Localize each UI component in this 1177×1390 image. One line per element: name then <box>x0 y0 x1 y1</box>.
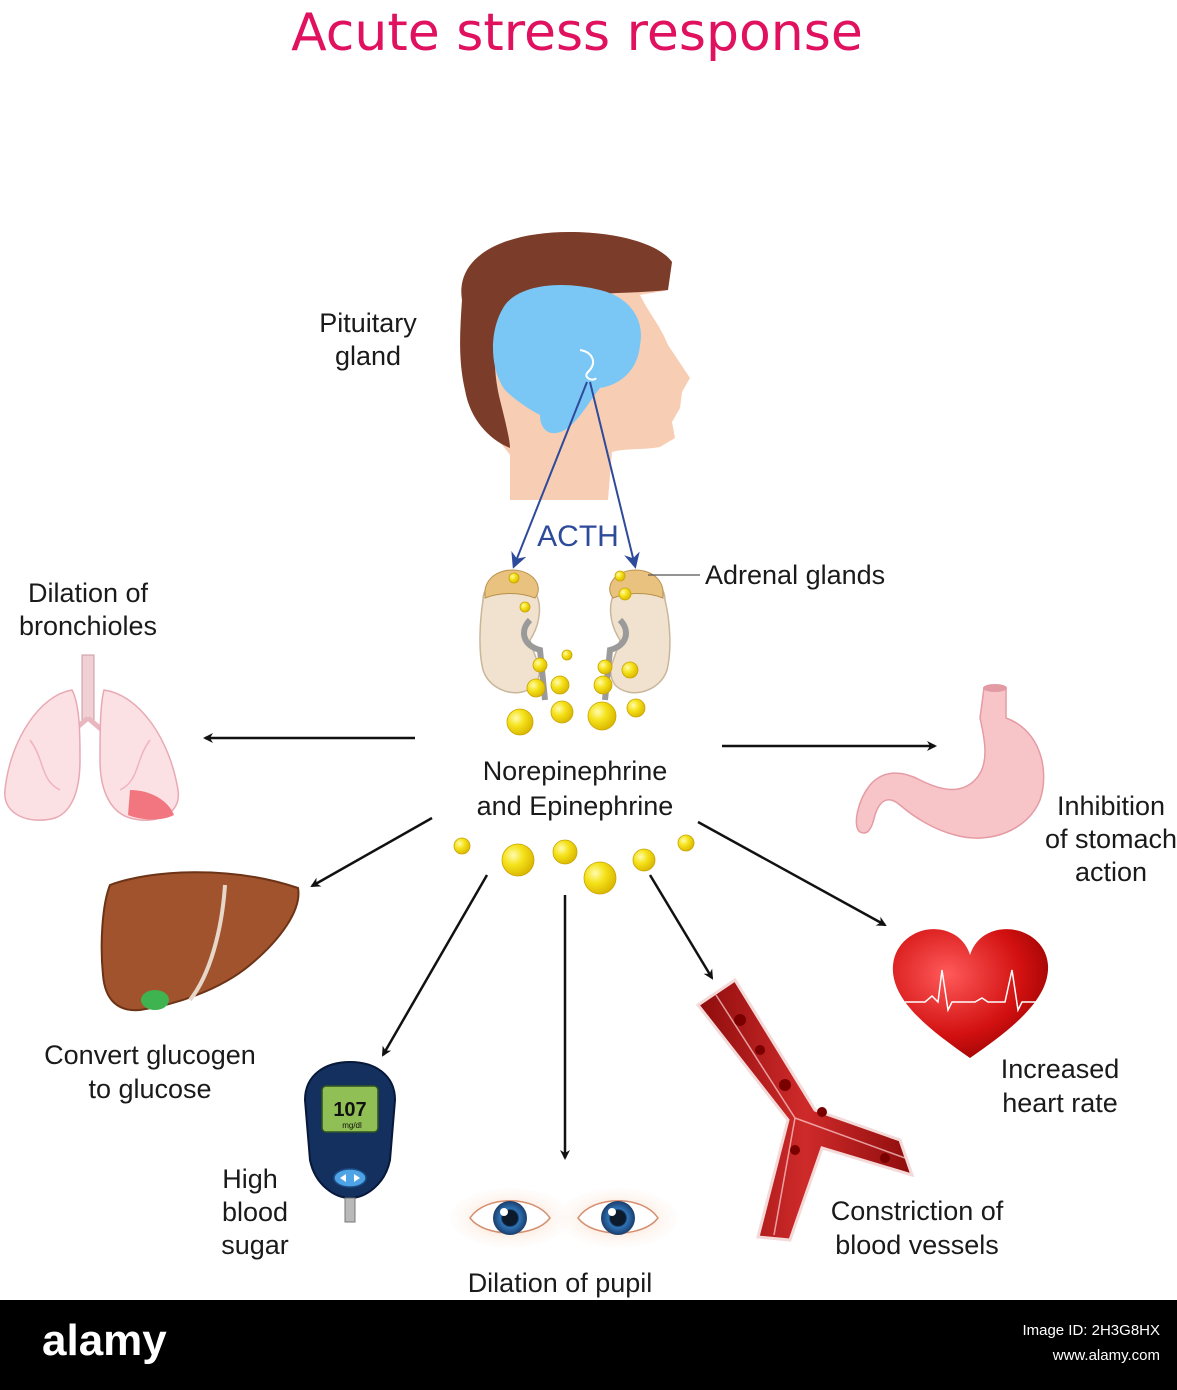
footer-url: www.alamy.com <box>1052 1347 1160 1364</box>
hormone-particle <box>614 570 626 582</box>
adrenal-label: Adrenal glands <box>705 560 885 590</box>
arrow-to-glucometer <box>381 874 489 1057</box>
hormone-particle <box>453 837 471 855</box>
heart-label-line1: Increased <box>1001 1054 1120 1084</box>
hormone-particle <box>519 601 531 613</box>
bronchioles-label-line1: Dilation of <box>28 578 149 608</box>
vessels-label-line1: Constriction of <box>831 1196 1004 1226</box>
stomach-label-line2: of stomach <box>1045 824 1177 854</box>
lungs-illustration <box>4 654 179 821</box>
hormone-particle <box>508 572 520 584</box>
blood-vessels-illustration <box>695 977 915 1242</box>
hormone-particles <box>453 570 695 895</box>
footer-bar <box>0 1300 1177 1390</box>
sugar-label-line3: sugar <box>221 1230 289 1260</box>
glucometer-illustration: 107 mg/dl <box>303 1060 397 1223</box>
pupil-label: Dilation of pupil <box>468 1268 653 1298</box>
arrow-to-liver <box>310 816 433 888</box>
vessels-label-line2: blood vessels <box>835 1230 999 1260</box>
hormones-label-line1: Norepinephrine <box>483 756 668 786</box>
glucose-label-line2: to glucose <box>88 1074 211 1104</box>
hormone-particle <box>587 701 617 731</box>
glucometer-screen <box>321 1085 379 1133</box>
stomach-label-line1: Inhibition <box>1057 791 1165 821</box>
glucose-label-line1: Convert glucogen <box>44 1040 256 1070</box>
acth-arrow-left <box>511 381 588 569</box>
hormone-particle <box>597 659 613 675</box>
hormone-particle <box>506 708 534 736</box>
pituitary-label-line2: gland <box>335 341 401 371</box>
hormone-particle <box>632 848 656 872</box>
stomach-label-line3: action <box>1075 857 1147 887</box>
arrow-to-heart <box>697 820 887 927</box>
hormone-particle <box>501 843 535 877</box>
adrenal-glands-illustration <box>479 569 671 701</box>
footer-brand: alamy <box>42 1316 167 1365</box>
hormone-particle <box>550 675 570 695</box>
glucometer-reading: 107 <box>333 1099 366 1121</box>
acth-arrow-right <box>589 381 640 569</box>
liver-illustration <box>100 871 300 1012</box>
acth-label: ACTH <box>537 520 619 553</box>
hormone-particle <box>526 678 546 698</box>
hormone-particle <box>552 839 578 865</box>
stomach-illustration <box>855 684 1045 839</box>
hormone-particle <box>550 700 574 724</box>
hormone-particle <box>621 661 639 679</box>
sugar-label-line2: blood <box>222 1197 288 1227</box>
hormone-particle <box>626 698 646 718</box>
hormone-particle <box>677 834 695 852</box>
hormone-particle <box>532 657 548 673</box>
arrow-to-blood-vessels <box>648 874 714 980</box>
glucometer-unit: mg/dl <box>342 1121 362 1130</box>
footer-image-id: Image ID: 2H3G8HX <box>1022 1322 1160 1339</box>
hormone-particle <box>593 675 613 695</box>
hormones-label-line2: and Epinephrine <box>477 791 674 821</box>
diagram-title: Acute stress response <box>291 3 863 63</box>
hormone-particle <box>618 587 632 601</box>
sugar-label-line1: High <box>222 1164 278 1194</box>
hormone-particle <box>583 861 617 895</box>
heart-label-line2: heart rate <box>1002 1088 1118 1118</box>
hormone-particle <box>561 649 573 661</box>
eyes-illustration <box>450 1188 678 1248</box>
heart-illustration <box>892 929 1049 1058</box>
pituitary-label-line1: Pituitary <box>319 308 417 338</box>
bronchioles-label-line2: bronchioles <box>19 611 157 641</box>
head-illustration <box>460 232 690 500</box>
glucometer-button <box>333 1168 367 1188</box>
